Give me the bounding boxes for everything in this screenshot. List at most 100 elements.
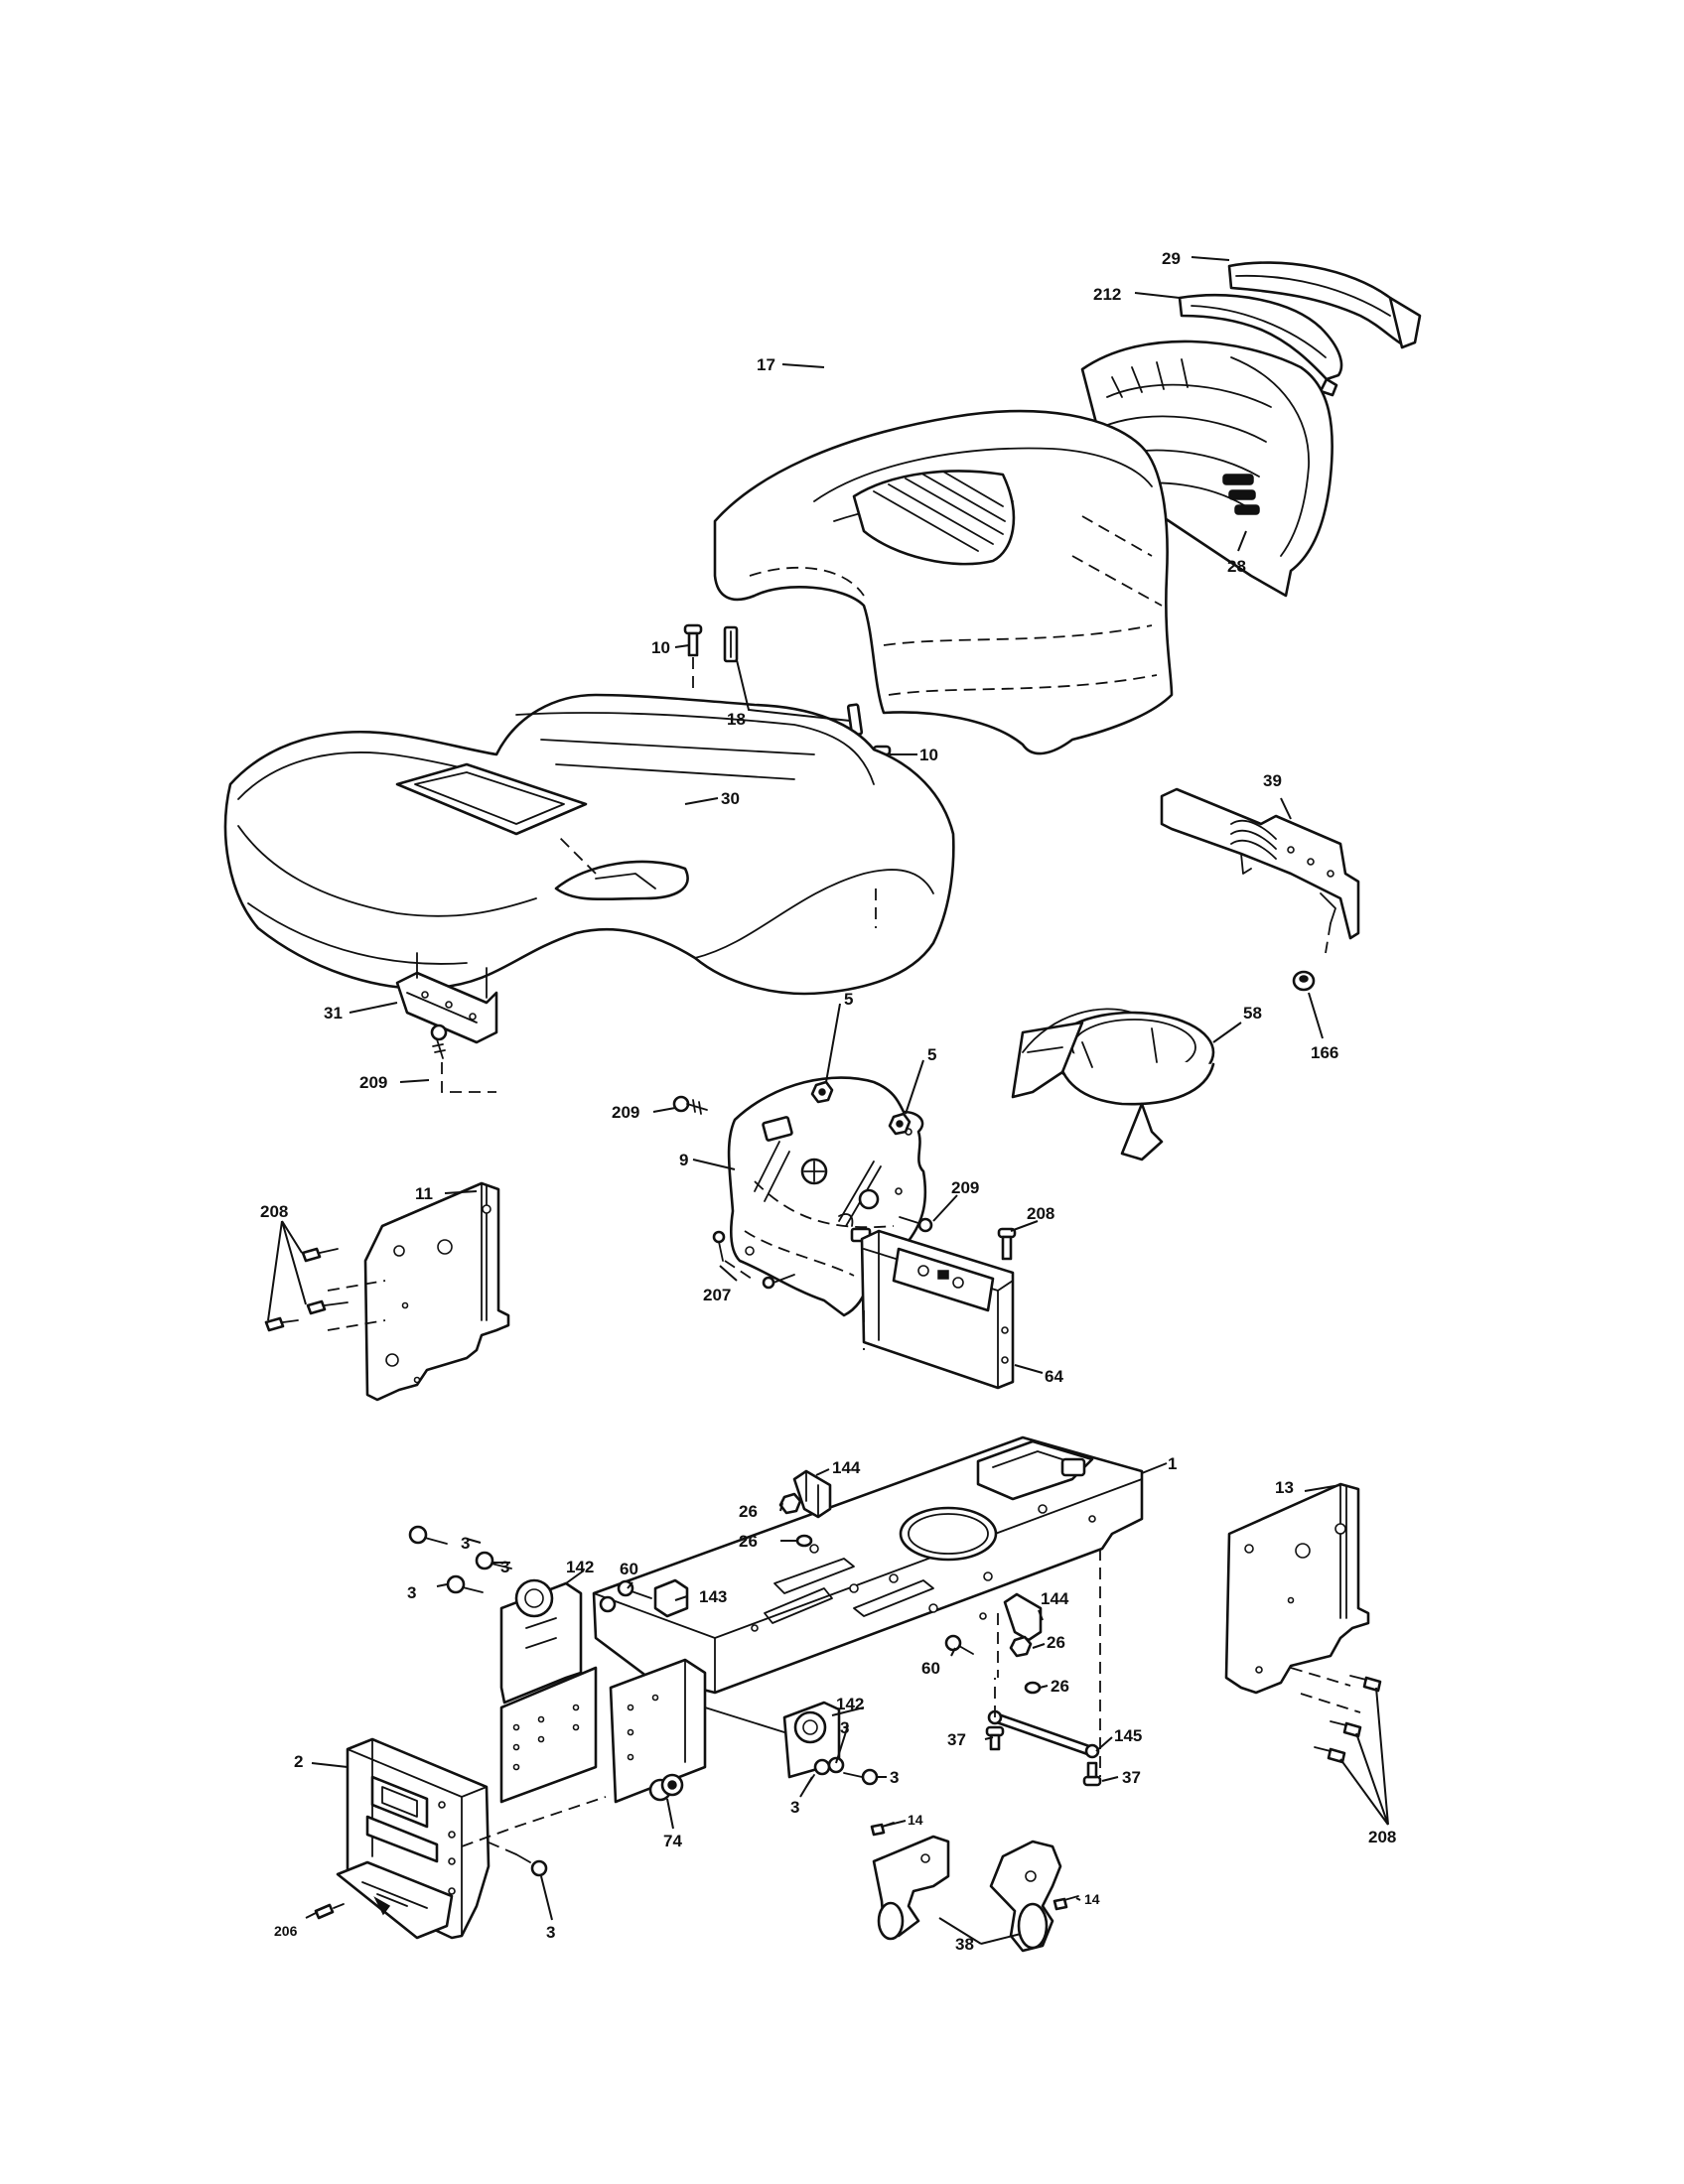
callout-208: 208 xyxy=(260,1202,288,1221)
callout-145: 145 xyxy=(1114,1726,1142,1745)
callout-1: 1 xyxy=(1168,1454,1177,1473)
part-26-nut-a xyxy=(778,1492,802,1515)
part-37-bolt-b xyxy=(1082,1761,1102,1787)
callout-11: 11 xyxy=(415,1184,433,1203)
part-3-bolts-b xyxy=(805,1756,879,1788)
callout-143: 143 xyxy=(699,1587,727,1606)
part-26-nut-c xyxy=(1009,1635,1033,1658)
callout-26: 26 xyxy=(739,1532,758,1551)
part-212-trim xyxy=(1178,294,1343,397)
part-143-bracket xyxy=(653,1578,689,1618)
callout-208: 208 xyxy=(1368,1828,1396,1846)
callout-9: 9 xyxy=(679,1151,688,1169)
callout-2: 2 xyxy=(294,1752,303,1771)
part-26-nut-b xyxy=(795,1534,813,1548)
callout-3: 3 xyxy=(890,1768,899,1787)
part-142-bracket-b xyxy=(609,1658,841,1804)
callout-30: 30 xyxy=(721,789,740,808)
part-58-guard xyxy=(1011,1008,1215,1161)
callout-3: 3 xyxy=(407,1583,416,1602)
part-145-rod xyxy=(987,1678,1100,1759)
callout-14: 14 xyxy=(1084,1891,1100,1907)
part-60-bolt-b xyxy=(944,1634,974,1655)
part-3-bolt-c xyxy=(486,1841,548,1877)
part-29-trim xyxy=(1227,261,1422,349)
leader-lines xyxy=(267,256,1389,1945)
part-39-bracket xyxy=(1160,787,1360,954)
part-1-frame xyxy=(592,1435,1144,1777)
callout-142: 142 xyxy=(566,1558,594,1576)
part-13-side-panel xyxy=(1224,1482,1370,1713)
part-144-bracket-b xyxy=(1003,1592,1043,1642)
callout-28: 28 xyxy=(1227,557,1246,576)
callout-38: 38 xyxy=(955,1935,974,1954)
part-60-bolt-a xyxy=(599,1579,652,1613)
callout-60: 60 xyxy=(921,1659,940,1678)
part-30-fender xyxy=(223,693,955,996)
callout-39: 39 xyxy=(1263,771,1282,790)
part-38-bracket-b xyxy=(989,1840,1079,1953)
part-209-screw-b xyxy=(672,1095,708,1115)
callout-212: 212 xyxy=(1093,285,1121,304)
callout-144: 144 xyxy=(832,1458,861,1477)
callout-26: 26 xyxy=(1051,1677,1069,1696)
callout-26: 26 xyxy=(739,1502,758,1521)
callout-144: 144 xyxy=(1041,1589,1069,1608)
part-208-bolt-a xyxy=(997,1227,1017,1261)
part-37-bolt-a xyxy=(985,1725,1005,1751)
part-26-nut-d xyxy=(1024,1681,1042,1695)
callout-37: 37 xyxy=(1122,1768,1141,1787)
part-209-screw-c xyxy=(899,1216,933,1233)
callout-29: 29 xyxy=(1162,249,1181,268)
part-38-bracket-a xyxy=(870,1822,950,1941)
callout-14: 14 xyxy=(908,1812,923,1828)
part-3-bolts-a xyxy=(408,1525,512,1594)
callout-3: 3 xyxy=(500,1558,509,1576)
callout-3: 3 xyxy=(461,1534,470,1553)
callout-26: 26 xyxy=(1047,1633,1065,1652)
callout-142: 142 xyxy=(836,1695,864,1713)
callout-74: 74 xyxy=(663,1832,682,1850)
part-207-screws xyxy=(712,1230,795,1290)
part-5-nut-a xyxy=(810,1080,834,1104)
callout-labels: 29 212 17 28 10 18 10 30 39 58 166 31 20… xyxy=(260,249,1396,1954)
part-64-bracket xyxy=(860,1229,1015,1390)
callout-37: 37 xyxy=(947,1730,966,1749)
callout-207: 207 xyxy=(703,1286,731,1304)
callout-10: 10 xyxy=(651,638,670,657)
part-17-hood xyxy=(713,409,1174,755)
part-2-front-bracket xyxy=(336,1737,607,1940)
part-208-bolts-c xyxy=(1314,1675,1382,1764)
part-11-side-panel xyxy=(327,1181,510,1402)
callout-3: 3 xyxy=(840,1718,849,1737)
callout-208: 208 xyxy=(1027,1204,1054,1223)
part-10-bolt-a xyxy=(683,623,703,695)
part-142-bracket-a xyxy=(499,1578,598,1804)
callout-5: 5 xyxy=(844,990,853,1009)
part-206-screw xyxy=(314,1903,345,1920)
callout-209: 209 xyxy=(612,1103,639,1122)
callout-17: 17 xyxy=(757,355,775,374)
callout-5: 5 xyxy=(927,1045,936,1064)
callout-3: 3 xyxy=(546,1923,555,1942)
part-5-nut-b xyxy=(888,1112,912,1136)
callout-60: 60 xyxy=(620,1560,638,1578)
callout-31: 31 xyxy=(324,1004,343,1023)
callout-3: 3 xyxy=(790,1798,799,1817)
callout-206: 206 xyxy=(274,1923,298,1939)
callout-209: 209 xyxy=(951,1178,979,1197)
part-28-grille xyxy=(1080,340,1333,598)
callout-58: 58 xyxy=(1243,1004,1262,1023)
callout-209: 209 xyxy=(359,1073,387,1092)
part-166-bumper xyxy=(1292,970,1316,992)
part-74-spacers xyxy=(648,1773,684,1802)
callout-18: 18 xyxy=(727,710,746,729)
callout-10: 10 xyxy=(919,746,938,764)
part-208-bolts-b xyxy=(264,1247,349,1332)
part-31-bracket xyxy=(395,952,498,1044)
part-144-bracket-a xyxy=(792,1469,832,1519)
part-209-screw-a xyxy=(430,1024,496,1093)
callout-64: 64 xyxy=(1045,1367,1063,1386)
callout-166: 166 xyxy=(1311,1043,1338,1062)
